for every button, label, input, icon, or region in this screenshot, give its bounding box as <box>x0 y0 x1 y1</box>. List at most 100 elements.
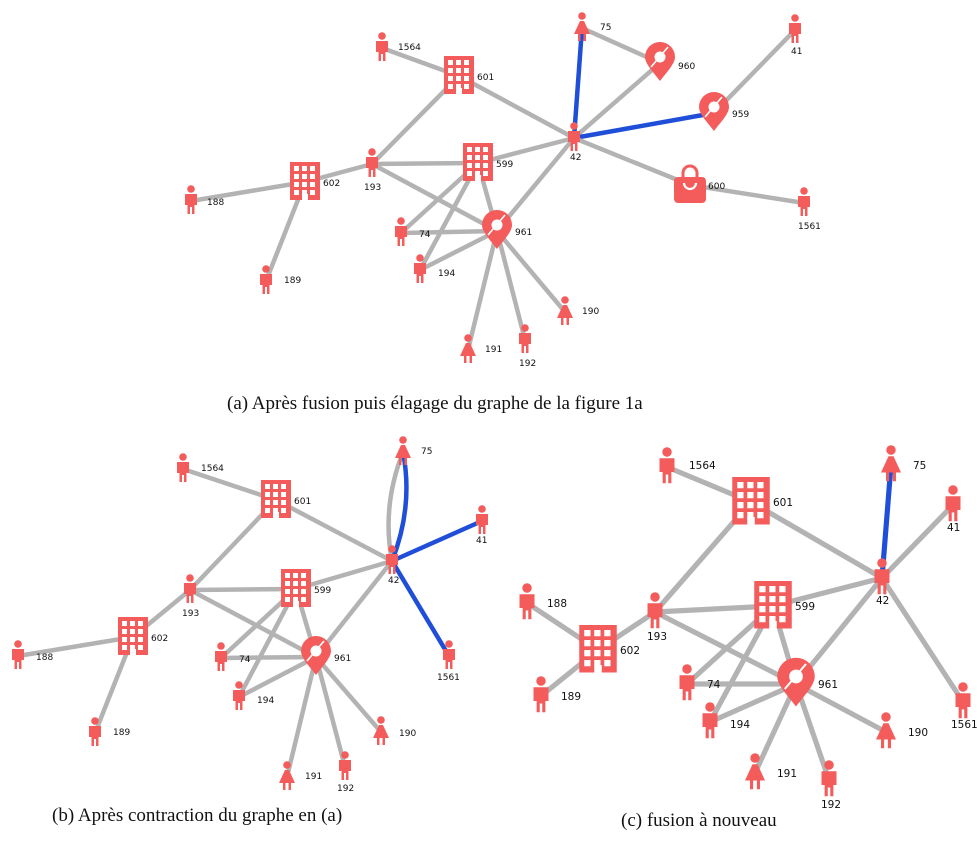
person-icon <box>945 485 961 522</box>
node-label: 188 <box>36 653 53 663</box>
node-74: 74 <box>395 217 431 246</box>
node-75: 75 <box>395 436 432 465</box>
graph-edge <box>689 182 805 206</box>
node-961: 961 <box>482 210 532 249</box>
node-191: 191 <box>460 334 502 363</box>
node-1564: 1564 <box>376 32 421 61</box>
node-label: 961 <box>334 654 351 664</box>
graph-edge <box>189 586 297 593</box>
node-label: 599 <box>795 601 815 613</box>
node-75: 75 <box>881 445 926 482</box>
node-188: 188 <box>185 185 224 214</box>
node-41: 41 <box>476 505 488 546</box>
graph-edge <box>190 179 306 204</box>
person-icon <box>519 324 531 353</box>
pin-icon <box>301 636 331 675</box>
building-icon <box>463 143 493 181</box>
node-194: 194 <box>414 254 455 283</box>
graph-edge <box>17 634 134 659</box>
graph-edge <box>495 136 576 233</box>
pin-icon <box>777 657 815 707</box>
node-label: 74 <box>419 230 431 240</box>
node-74: 74 <box>679 664 721 701</box>
person-icon <box>184 574 196 603</box>
node-192: 192 <box>337 751 354 794</box>
building-icon <box>118 617 148 655</box>
node-1561: 1561 <box>951 682 977 731</box>
node-label: 194 <box>730 719 750 731</box>
graph-edge <box>752 682 799 775</box>
node-192: 192 <box>519 324 536 369</box>
person-icon <box>12 640 24 669</box>
node-label: 42 <box>876 595 889 607</box>
node-label: 194 <box>438 269 455 279</box>
node-label: 1564 <box>201 464 224 474</box>
node-label: 190 <box>908 727 928 739</box>
highlighted-edge <box>391 518 483 564</box>
person-icon <box>798 187 810 216</box>
graph-edge <box>494 230 528 341</box>
node-42: 42 <box>874 558 890 607</box>
person-female-icon <box>395 436 411 465</box>
person-icon <box>789 14 801 43</box>
node-label: 602 <box>323 179 340 189</box>
pin-icon <box>482 210 512 249</box>
highlighted-edge <box>571 27 585 139</box>
node-label: 41 <box>476 536 487 546</box>
graph-edge <box>314 559 394 659</box>
person-female-icon <box>574 12 590 41</box>
graph-edge <box>880 503 955 580</box>
node-label: 191 <box>305 772 322 782</box>
node-1564: 1564 <box>177 453 224 482</box>
node-1561: 1561 <box>798 187 821 232</box>
person-icon <box>386 545 398 574</box>
graph-edge <box>237 655 318 699</box>
node-label: 190 <box>399 729 416 739</box>
node-961: 961 <box>301 636 351 675</box>
person-icon <box>679 664 695 701</box>
node-label: 959 <box>732 110 749 120</box>
node-601: 601 <box>444 56 494 94</box>
node-1561: 1561 <box>437 640 460 683</box>
node-label: 600 <box>708 182 725 192</box>
graph-edge <box>188 588 318 659</box>
node-188: 188 <box>519 583 567 620</box>
person-female-icon <box>279 761 295 790</box>
person-female-icon <box>745 753 765 790</box>
node-192: 192 <box>821 760 841 811</box>
node-601: 601 <box>732 477 793 525</box>
node-label: 601 <box>773 497 793 509</box>
person-female-icon <box>881 445 901 482</box>
node-960: 960 <box>645 42 695 81</box>
pin-icon <box>699 92 729 131</box>
graph-edge <box>793 683 832 781</box>
person-female-icon <box>557 296 573 325</box>
node-599: 599 <box>281 569 331 607</box>
node-label: 191 <box>485 345 502 355</box>
node-75: 75 <box>574 12 611 41</box>
graph-edge <box>477 135 575 166</box>
building-icon <box>261 480 291 518</box>
node-959: 959 <box>699 92 749 131</box>
node-193: 193 <box>647 592 667 643</box>
graph-edge <box>465 230 500 351</box>
person-icon <box>443 640 455 669</box>
person-icon <box>185 185 197 214</box>
node-label: 188 <box>547 598 567 610</box>
node-600: 600 <box>674 164 725 203</box>
node-label: 193 <box>182 609 199 619</box>
graph-edge <box>371 160 479 167</box>
graph-edge <box>313 656 348 768</box>
graph-edge <box>708 681 798 725</box>
caption-c: (c) fusion à nouveau <box>621 810 777 831</box>
graph-edge <box>295 558 393 592</box>
node-193: 193 <box>182 574 199 619</box>
graph-edge <box>879 576 966 704</box>
node-label: 1561 <box>437 673 460 683</box>
graph-edge <box>712 28 797 115</box>
node-label: 602 <box>151 634 168 644</box>
graph-edge <box>794 681 888 735</box>
highlighted-edge <box>390 559 451 658</box>
